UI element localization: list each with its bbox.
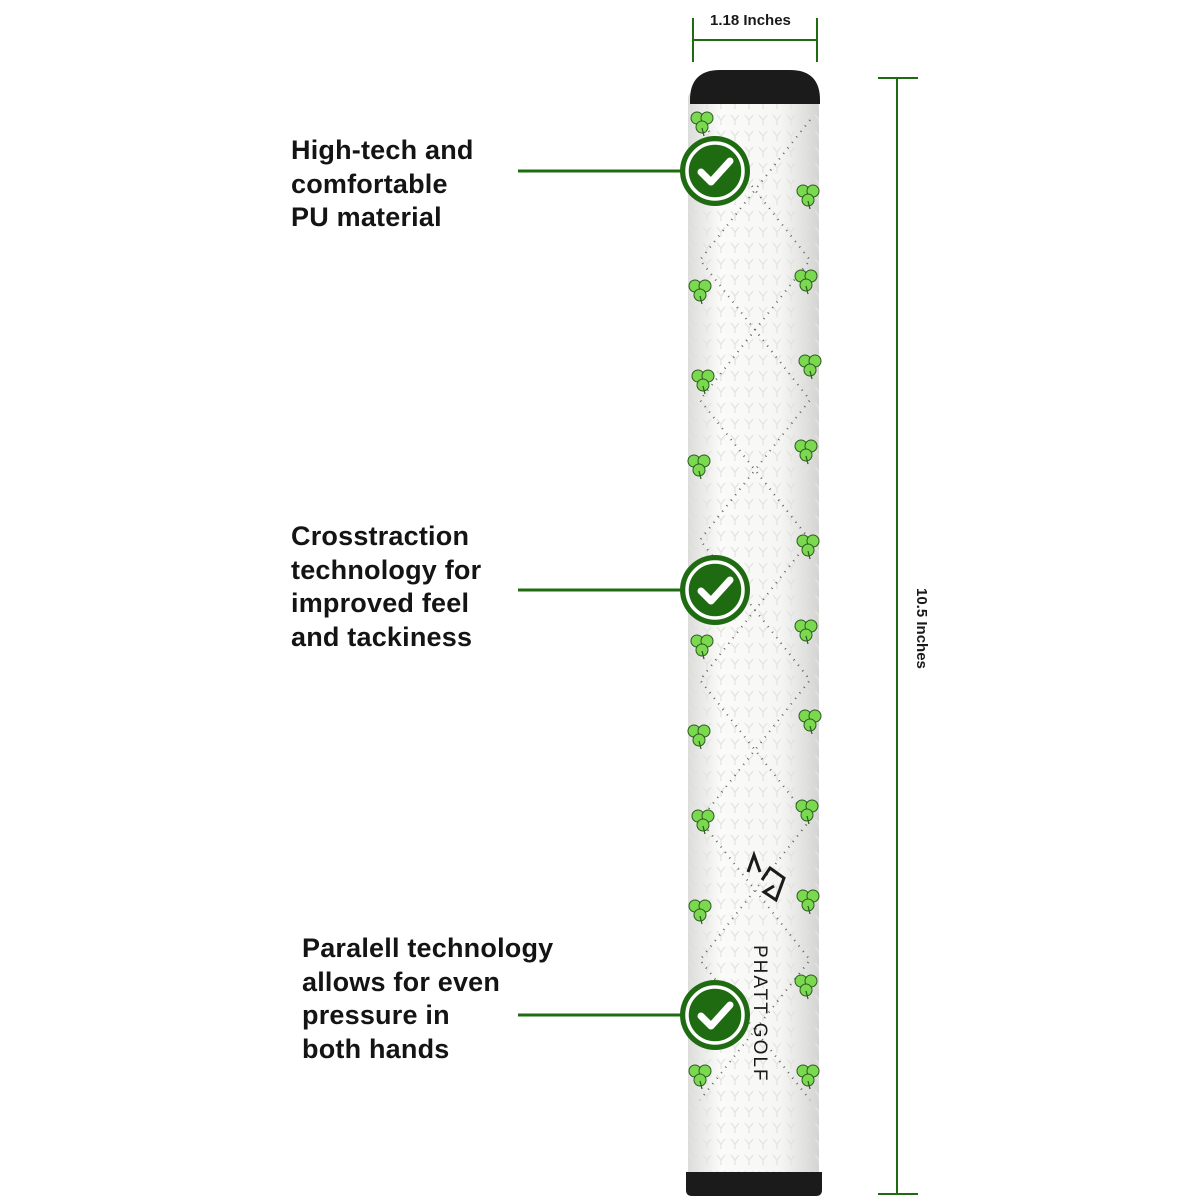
grip-bottom-cap (686, 1172, 822, 1196)
pg-logo-icon (746, 850, 786, 903)
feature-text-crosstraction: Crosstraction technology for improved fe… (291, 521, 482, 652)
check-circle-icon (680, 555, 750, 625)
width-label: 1.18 Inches (710, 12, 791, 29)
putter-grip (686, 70, 822, 1196)
feature-text-paralell: Paralell technology allows for even pres… (302, 933, 554, 1064)
width-dimension-line (692, 18, 818, 62)
check-circle-icon (680, 136, 750, 206)
length-dimension-line (878, 77, 918, 1195)
brand-name: PHATT GOLF (749, 945, 770, 1083)
length-label: 10.5 Inches (913, 588, 930, 669)
check-circle-icon (680, 980, 750, 1050)
feature-text-pu-material: High-tech and comfortable PU material (291, 135, 474, 232)
grip-end-cap (690, 70, 820, 104)
